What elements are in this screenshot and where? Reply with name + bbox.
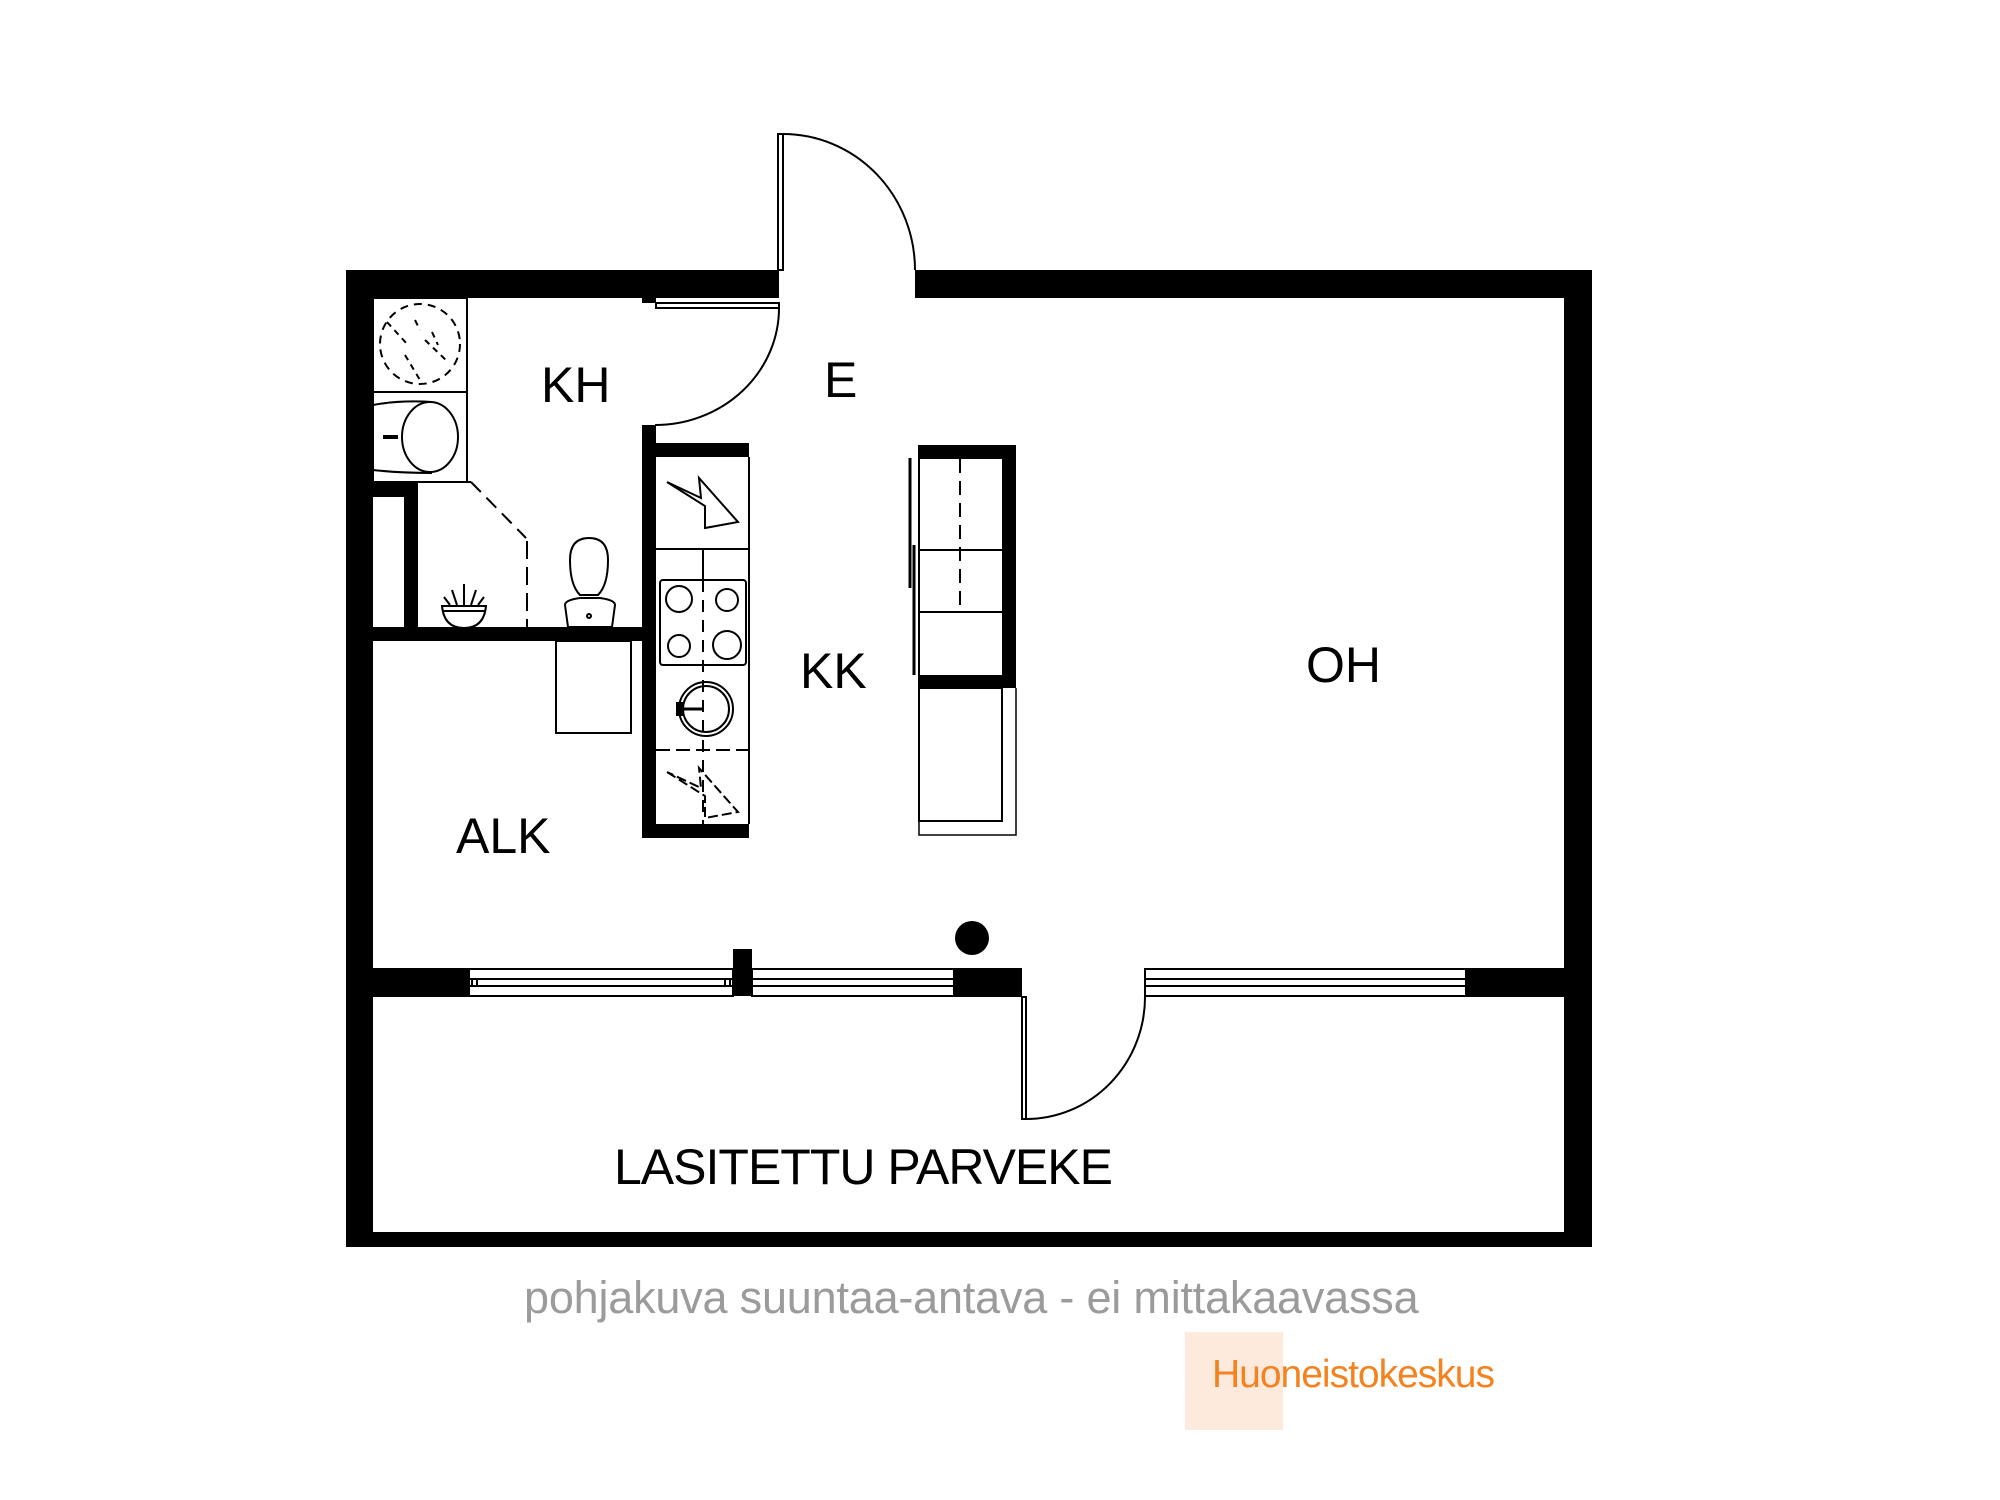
windows	[468, 968, 1467, 997]
sauna-heater-icon	[440, 584, 488, 630]
door-swing-icon	[642, 298, 780, 426]
door-swing-icon	[777, 133, 916, 271]
exterior-walls	[346, 270, 1592, 1247]
dishwasher-icon	[666, 765, 740, 820]
room-label-oh: OH	[1306, 637, 1381, 693]
window-icon	[751, 968, 955, 997]
room-label-e: E	[824, 352, 858, 408]
refrigerator-icon	[666, 475, 740, 530]
washbasin-icon	[372, 400, 459, 474]
stove-icon	[659, 579, 747, 666]
scale-disclaimer: pohjakuva suuntaa-antava - ei mittakaava…	[524, 1272, 1419, 1323]
brand-logo: Huoneistokeskus	[1212, 1353, 1495, 1396]
toilet-icon	[563, 536, 617, 628]
shower-icon	[379, 303, 461, 385]
window-icon	[468, 968, 734, 997]
table-icon	[555, 640, 632, 734]
logo-square	[1185, 1332, 1283, 1430]
room-label-balcony: LASITETTU PARVEKE	[614, 1139, 1113, 1195]
kitchen-sink-icon	[676, 681, 734, 737]
room-label-alk: ALK	[456, 808, 551, 864]
bathroom-fixtures	[372, 297, 632, 734]
column-icon	[955, 921, 989, 955]
room-label-kk: KK	[800, 643, 867, 699]
wardrobe-icon	[908, 445, 1017, 836]
room-label-kh: KH	[541, 357, 611, 413]
door-swing-icon	[1021, 996, 1146, 1120]
window-icon	[1144, 968, 1467, 997]
kitchen-counter	[656, 443, 750, 838]
interior-walls	[373, 425, 656, 838]
